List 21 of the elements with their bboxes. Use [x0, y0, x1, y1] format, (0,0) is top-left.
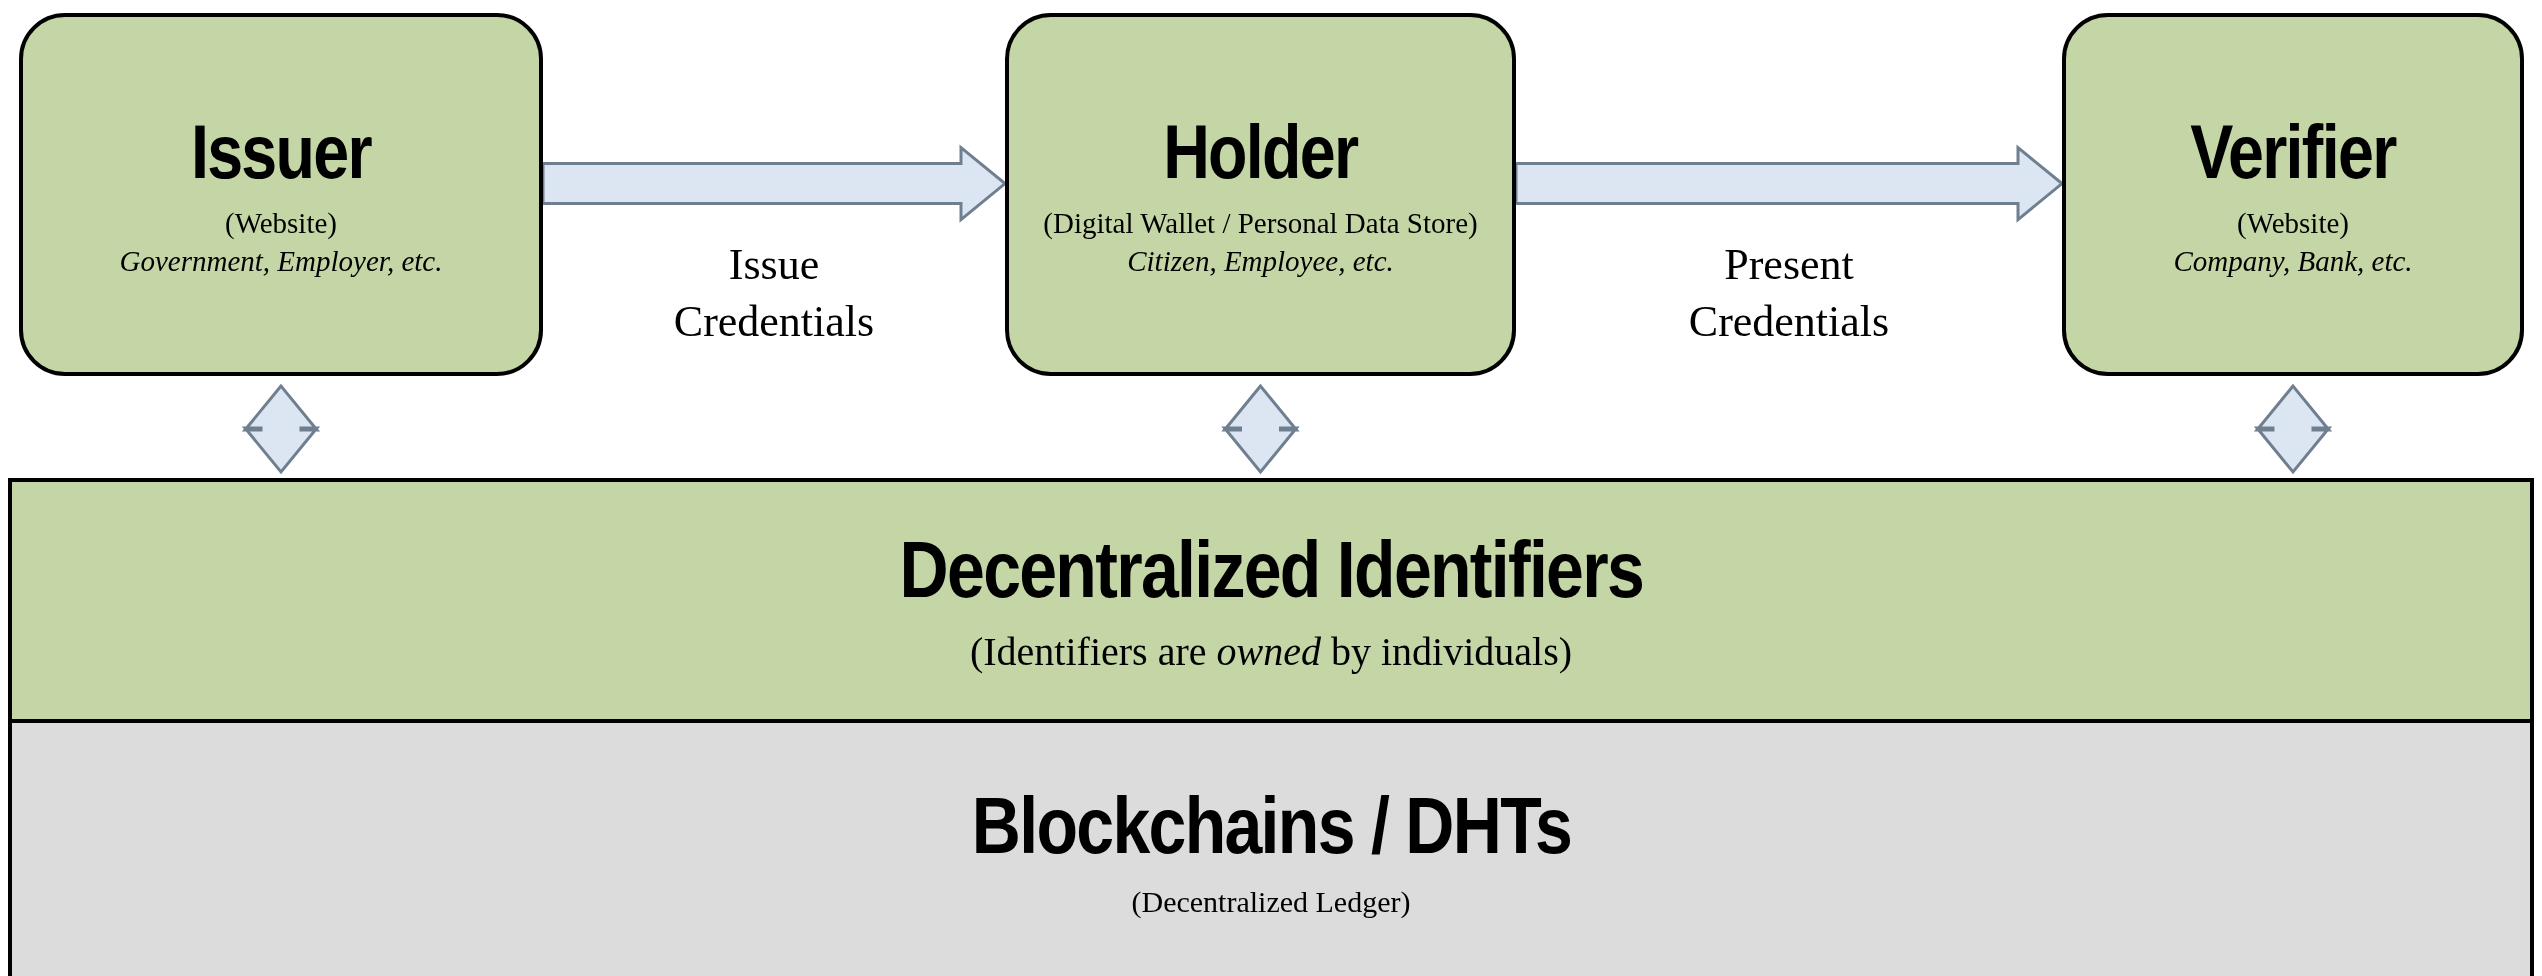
description-text: (Digital Wallet / Personal Data Store)	[1043, 206, 1478, 242]
block-arrow	[1514, 144, 2065, 223]
description-text: (Decentralized Ledger)	[1131, 883, 1411, 920]
examples-text: Government, Employer, etc.	[119, 244, 443, 279]
heading: Verifier	[2190, 108, 2396, 196]
block-arrow	[241, 383, 321, 475]
heading: Holder	[1163, 108, 1358, 196]
heading: Decentralized Identifiers	[899, 523, 1643, 616]
block-arrow	[1221, 383, 1300, 475]
examples-text: Company, Bank, etc.	[2173, 244, 2413, 279]
role-box	[19, 13, 543, 376]
role-box	[1005, 13, 1516, 376]
block-arrow	[2253, 383, 2333, 475]
description-text: (Website)	[225, 206, 337, 242]
block-arrow	[541, 144, 1008, 223]
role-box	[2062, 13, 2524, 376]
examples-text: Citizen, Employee, etc.	[1127, 244, 1394, 279]
description-text: (Identifiers are owned by individuals)	[969, 627, 1573, 676]
heading: Blockchains / DHTs	[971, 779, 1571, 872]
description-text: (Website)	[2237, 206, 2349, 242]
heading: Issuer	[190, 108, 372, 196]
